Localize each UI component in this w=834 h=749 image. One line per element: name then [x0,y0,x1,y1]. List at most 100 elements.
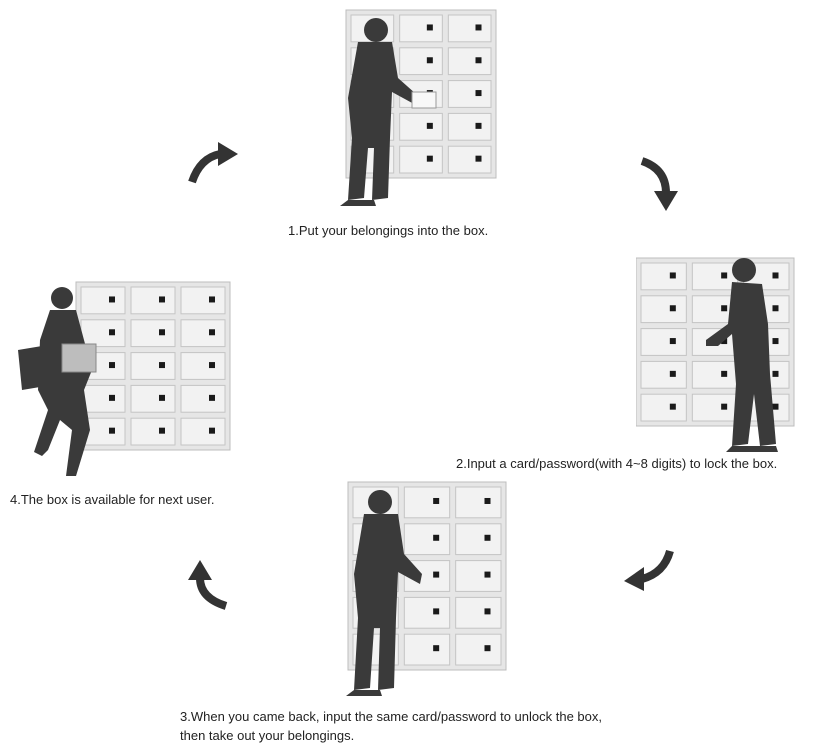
keypad-lock [484,645,491,652]
arrow-down-right [640,157,678,211]
keypad-lock [721,370,728,377]
keypad-lock [109,296,115,303]
keypad-lock [669,305,676,312]
open-box [411,91,437,109]
arrow-up-left [188,560,228,610]
locker-door [399,145,443,174]
keypad-lock [772,305,779,312]
keypad-lock [209,296,215,303]
keypad-lock [669,370,676,377]
keypad-lock [159,394,165,401]
locker-door [691,393,739,422]
locker-door [447,145,492,174]
keypad-lock [159,362,165,369]
keypad-lock [109,329,115,336]
keypad-lock [475,90,482,97]
step3-illustration [346,481,507,696]
keypad-lock [209,329,215,336]
locker-door [640,295,687,324]
keypad-lock [209,362,215,369]
keypad-lock [159,427,165,434]
keypad-lock [109,394,115,401]
arrow-down-left [624,549,674,591]
locker-door [691,360,739,389]
locker-door [640,262,687,291]
step3-caption-line2: then take out your belongings. [180,728,355,743]
step4-caption: 4.The box is available for next user. [10,492,215,507]
locker-door [455,596,502,629]
carried-box [61,343,97,373]
person-silhouette [340,18,416,206]
keypad-lock [772,370,779,377]
locker-door [403,596,451,629]
keypad-lock [426,24,433,31]
keypad-lock [669,272,676,279]
locker-door [180,417,226,446]
locker-door [180,319,226,348]
locker-door [403,486,451,519]
keypad-lock [433,608,440,615]
keypad-lock [109,427,115,434]
locker-door [130,417,176,446]
locker-door [80,286,126,315]
person-silhouette [706,258,778,452]
keypad-lock [484,534,491,541]
locker-door [455,523,502,556]
keypad-lock [426,122,433,129]
locker-door [130,286,176,315]
locker-door [180,352,226,380]
locker-door [640,360,687,389]
step2-caption: 2.Input a card/password(with 4~8 digits)… [456,456,778,471]
locker-door [403,523,451,556]
step3-caption-line1: 3.When you came back, input the same car… [180,709,603,724]
person-silhouette [346,490,422,696]
locker-door [80,319,126,348]
keypad-lock [669,403,676,410]
locker-door [130,319,176,348]
locker-door [640,328,687,356]
keypad-lock [484,608,491,615]
keypad-lock [426,57,433,64]
locker-door [180,384,226,413]
locker-door [447,80,492,108]
keypad-lock [475,155,482,162]
keypad-lock [209,394,215,401]
step1-caption: 1.Put your belongings into the box. [288,223,489,238]
keypad-lock [475,122,482,129]
step1-illustration [340,9,497,206]
keypad-lock [721,305,728,312]
keypad-lock [433,571,440,578]
step4-illustration [18,281,231,476]
keypad-lock [159,296,165,303]
keypad-lock [721,338,728,345]
keypad-lock [669,338,676,345]
keypad-lock [772,403,779,410]
keypad-lock [209,427,215,434]
locker-door [455,486,502,519]
keypad-lock [475,24,482,31]
locker-door [399,112,443,141]
keypad-lock [772,272,779,279]
keypad-lock [721,403,728,410]
locker-door [447,47,492,76]
locker-door [130,352,176,380]
keypad-lock [109,362,115,369]
keypad-lock [159,329,165,336]
locker-door [691,262,739,291]
locker-door [447,14,492,43]
keypad-lock [484,571,491,578]
keypad-lock [433,534,440,541]
locker-door [399,47,443,76]
locker-cabinet [75,281,231,451]
locker-door [403,633,451,666]
locker-door [130,384,176,413]
keypad-lock [772,338,779,345]
step2-illustration [636,257,795,452]
locker-door [640,393,687,422]
locker-door [399,14,443,43]
locker-door [455,633,502,666]
keypad-lock [426,155,433,162]
keypad-lock [721,272,728,279]
keypad-lock [433,645,440,652]
